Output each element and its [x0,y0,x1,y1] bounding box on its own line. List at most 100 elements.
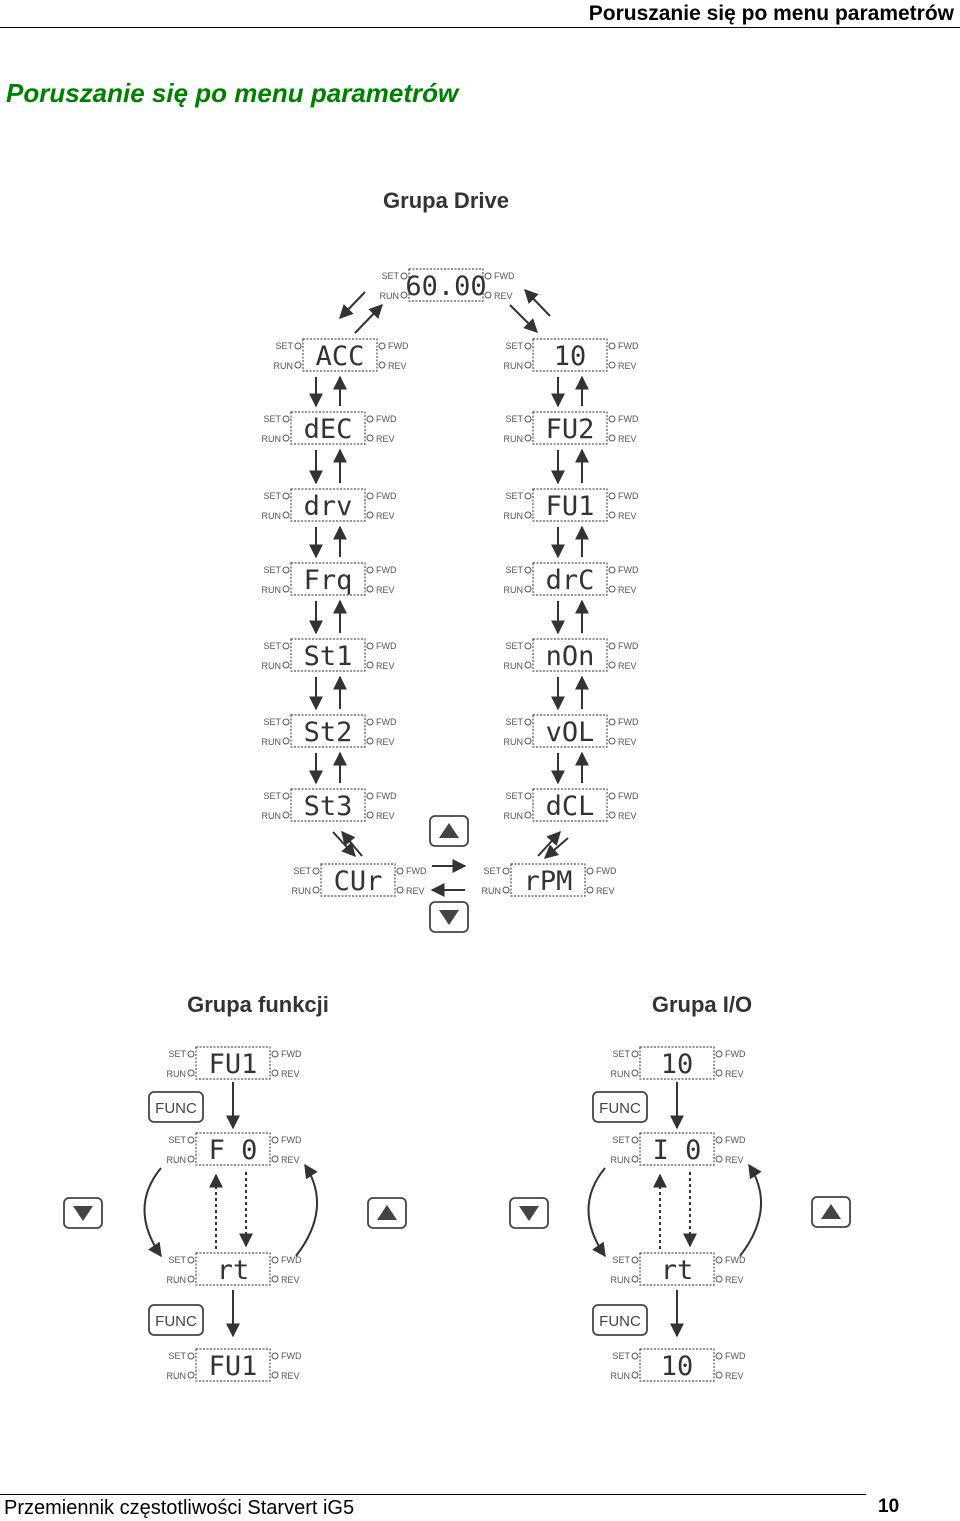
lcd-frame [302,338,378,372]
fwd-label: FWD [596,866,617,876]
fwd-led-icon [366,566,374,574]
fwd-label: FWD [376,565,397,575]
run-label: RUN [167,1069,187,1079]
set-label: SET [505,491,523,501]
set-label: SET [263,791,281,801]
fwd-led-icon [608,415,616,423]
display-readout: FU1 [209,1351,258,1382]
io-down-key[interactable] [509,1197,549,1229]
lcd-frame [290,714,366,748]
run-led-icon [400,291,408,299]
fwd-label: FWD [281,1135,302,1145]
fwd-label: FWD [376,717,397,727]
rev-label: REV [618,434,637,444]
display-readout: drv [304,491,353,522]
func-key[interactable]: FUNC [592,1091,648,1123]
fwd-label: FWD [388,341,409,351]
display-readout: drC [546,565,595,596]
display-readout: Frq [304,565,353,596]
func-key[interactable]: FUNC [148,1091,204,1123]
display-readout: FU2 [546,414,595,445]
run-led-icon [282,434,290,442]
rev-led-icon [271,1275,279,1283]
function-down-key[interactable] [63,1197,103,1229]
drive-down-key[interactable] [429,901,469,933]
set-led-icon [294,342,302,350]
func-key[interactable]: FUNC [148,1304,204,1336]
run-label: RUN [611,1155,631,1165]
run-led-icon [282,585,290,593]
run-label: RUN [262,737,282,747]
rev-led-icon [715,1371,723,1379]
drive-up-key[interactable] [429,815,469,847]
func-key-label: FUNC [599,1100,641,1117]
rev-label: REV [618,361,637,371]
run-label: RUN [262,811,282,821]
set-led-icon [312,867,320,875]
rev-label: REV [618,811,637,821]
lcd-frame [290,488,366,522]
func-key-label: FUNC [155,1313,197,1330]
io-up-key[interactable] [811,1196,851,1228]
func-key-frame[interactable] [148,1091,204,1123]
rev-label: REV [494,291,513,301]
set-led-icon [282,415,290,423]
fwd-led-icon [366,792,374,800]
set-led-icon [187,1050,195,1058]
fwd-label: FWD [406,866,427,876]
display-readout: 10 [661,1049,694,1080]
display-readout: FU1 [546,491,595,522]
func-key[interactable]: FUNC [592,1304,648,1336]
lcd-frame [195,1348,271,1382]
fwd-label: FWD [376,791,397,801]
function-up-key[interactable] [367,1197,407,1229]
fwd-led-icon [715,1256,723,1264]
run-label: RUN [167,1371,187,1381]
rev-label: REV [596,886,615,896]
rev-led-icon [608,661,616,669]
fwd-led-icon [608,718,616,726]
running-header: Poruszanie się po menu parametrów [588,2,954,25]
fwd-label: FWD [281,1255,302,1265]
func-key-frame[interactable] [148,1304,204,1336]
run-led-icon [631,1155,639,1163]
set-label: SET [263,641,281,651]
run-label: RUN [262,585,282,595]
set-led-icon [524,342,532,350]
run-led-icon [187,1275,195,1283]
arrow-up-key-icon [377,1205,397,1220]
func-key-frame[interactable] [592,1091,648,1123]
set-led-icon [524,718,532,726]
io-group-title: Grupa I/O [652,992,752,1017]
display-readout: ACC [316,341,365,372]
lcd-frame [532,788,608,822]
fwd-led-icon [608,566,616,574]
footer-divider [0,1494,866,1495]
run-label: RUN [262,511,282,521]
set-label: SET [381,271,399,281]
rev-label: REV [376,737,395,747]
rev-label: REV [406,886,425,896]
lcd-frame [195,1252,271,1286]
fwd-led-icon [271,1352,279,1360]
fwd-label: FWD [618,414,639,424]
loop-arrow [587,1167,606,1258]
run-led-icon [524,361,532,369]
rev-label: REV [376,434,395,444]
flow-arrow [509,304,538,333]
fwd-label: FWD [618,641,639,651]
func-key-frame[interactable] [592,1304,648,1336]
display-readout: 10 [554,341,587,372]
lcd-frame [532,338,608,372]
display-readout: dCL [546,791,595,822]
display-readout: 10 [661,1351,694,1382]
fwd-label: FWD [618,341,639,351]
fwd-led-icon [366,718,374,726]
fwd-label: FWD [725,1135,746,1145]
